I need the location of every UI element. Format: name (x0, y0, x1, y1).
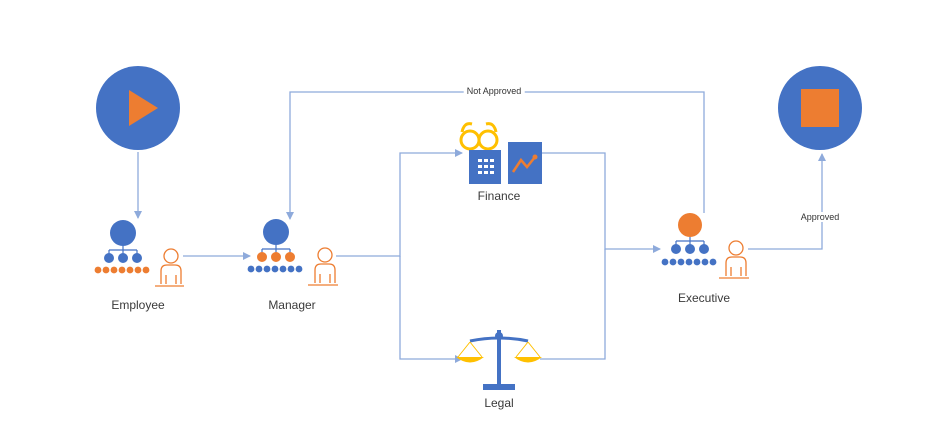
employee-node[interactable] (94, 220, 184, 287)
play-icon (129, 90, 158, 126)
employee-label: Employee (111, 298, 165, 312)
person-icon (719, 240, 749, 279)
person-icon (308, 247, 338, 286)
finance-node[interactable] (459, 122, 542, 184)
person-icon (155, 248, 184, 287)
not-approved-label: Not Approved (463, 86, 525, 96)
calculator-icon (469, 150, 501, 184)
connectors (134, 91, 826, 363)
start-event[interactable] (96, 66, 180, 150)
org-chart-icon (661, 213, 717, 266)
legal-label: Legal (484, 396, 514, 410)
scales-icon (456, 330, 542, 390)
stop-icon (801, 89, 839, 127)
end-event[interactable] (778, 66, 862, 150)
legal-node[interactable] (456, 330, 542, 390)
finance-to-executive-connector (541, 152, 661, 253)
manager-to-legal-connector (399, 256, 463, 363)
executive-label: Executive (677, 291, 731, 305)
org-chart-icon (247, 219, 303, 273)
finance-label: Finance (477, 189, 521, 203)
manager-to-finance-connector (336, 149, 463, 257)
legal-to-executive-connector (540, 249, 606, 360)
org-chart-icon (94, 220, 150, 274)
chart-trend-icon (508, 142, 542, 184)
approved-connector (748, 153, 826, 250)
manager-label: Manager (268, 298, 316, 312)
glasses-icon (459, 122, 499, 151)
executive-node[interactable] (661, 213, 749, 279)
manager-node[interactable] (247, 219, 338, 286)
approved-label: Approved (797, 212, 843, 222)
